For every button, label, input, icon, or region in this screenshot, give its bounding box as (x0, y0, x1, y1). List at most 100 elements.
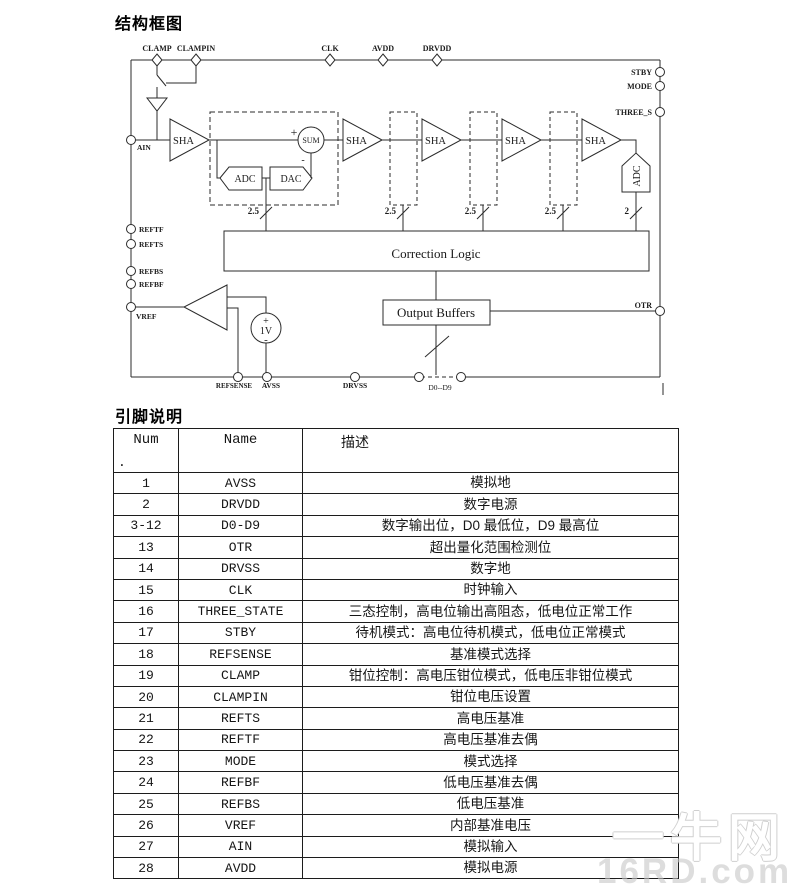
pin-num-cell: 15 (113, 578, 179, 602)
header-desc: 描述 (302, 428, 679, 473)
sha4-label: SHA (505, 136, 526, 147)
pin-label-reftf: REFTF (139, 225, 164, 234)
pin-desc-cell: 钳位电压设置 (302, 685, 679, 709)
pin-label-vref: VREF (136, 312, 157, 321)
pin-label-three-state: THREE_S (616, 108, 653, 117)
reference-amp-triangle (182, 284, 228, 331)
pin-desc-cell: 模拟地 (302, 471, 679, 495)
pin-num-cell: 14 (113, 557, 179, 580)
d0-pin (414, 372, 424, 382)
circuit-wires (126, 53, 665, 395)
pin-name-cell: OTR (178, 536, 303, 559)
stage2-dashed-box (389, 111, 418, 206)
pin-desc-cell: 高电压基准去偶 (302, 728, 679, 752)
drvss-pin (350, 372, 360, 382)
pin-desc-cell: 高电压基准 (302, 707, 679, 730)
mode-pin (655, 81, 665, 91)
sha3-label: SHA (425, 136, 446, 147)
pin-label-clampin: CLAMPIN (177, 44, 215, 53)
sha5-label: SHA (585, 136, 606, 147)
pin-name-cell: AIN (178, 835, 303, 859)
pin-label-drvdd: DRVDD (423, 44, 452, 53)
three-state-pin (655, 107, 665, 117)
block-diagram: CLAMP CLAMPIN CLK AVDD DRVDD STBY MODE T… (126, 44, 665, 395)
pin-num-cell: 18 (113, 643, 179, 666)
header-num-dot: . (118, 455, 126, 470)
pin-desc-cell: 三态控制，高电位输出高阻态，低电位正常工作 (302, 600, 679, 623)
adc-label: ADC (234, 174, 255, 185)
sha2-label: SHA (346, 136, 367, 147)
header-num: Num . (113, 428, 179, 473)
pin-table-header-row: Num . Name 描述 (113, 428, 679, 473)
pin-num-cell: 2 (113, 493, 179, 516)
pin-num-cell: 1 (113, 471, 179, 495)
pin-desc-cell: 模式选择 (302, 750, 679, 773)
pin-table-title: 引脚说明 (115, 409, 184, 426)
clampin-pin (190, 53, 202, 67)
pin-num-cell: 27 (113, 835, 179, 859)
pin-desc-cell: 模拟输入 (302, 835, 679, 859)
pin-label-clk: CLK (321, 44, 339, 53)
header-name: Name (178, 428, 303, 473)
pin-label-clamp: CLAMP (142, 44, 171, 53)
pin-name-cell: REFTS (178, 707, 303, 730)
pin-num-cell: 23 (113, 750, 179, 773)
sum-label: SUM (302, 136, 319, 145)
refsense-pin (233, 372, 243, 382)
bus-label-final: 2 (625, 206, 630, 216)
dac-label: DAC (280, 174, 301, 185)
drvdd-pin (431, 53, 443, 67)
pin-name-cell: VREF (178, 814, 303, 837)
pin-desc-cell: 待机模式：高电位待机模式，低电位正常模式 (302, 621, 679, 645)
sha5-triangle (581, 118, 623, 162)
pin-desc-cell: 内部基准电压 (302, 814, 679, 837)
pin-label-refts: REFTS (139, 240, 163, 249)
pin-label-mode: MODE (627, 82, 652, 91)
pin-label-refbs: REFBS (139, 267, 163, 276)
reftf-pin (126, 224, 136, 234)
pin-name-cell: D0-D9 (178, 514, 303, 538)
bus-label-stage2: 2.5 (385, 206, 397, 216)
refts-pin (126, 239, 136, 249)
pin-label-refsense: REFSENSE (216, 382, 253, 390)
pin-num-cell: 16 (113, 600, 179, 623)
pin-num-cell: 28 (113, 857, 179, 880)
output-buffers-box (382, 299, 491, 326)
pin-desc-cell: 基准模式选择 (302, 643, 679, 666)
stage1-dashed-box (209, 111, 339, 206)
pin-name-cell: CLAMPIN (178, 685, 303, 709)
avss-pin (262, 372, 272, 382)
adc-block (219, 166, 263, 191)
pin-num-cell: 21 (113, 707, 179, 730)
pin-desc-cell: 时钟输入 (302, 578, 679, 602)
bus-label-stage3: 2.5 (465, 206, 477, 216)
bus-label-stage4: 2.5 (545, 206, 557, 216)
sha1-triangle (169, 118, 211, 162)
sha4-triangle (501, 118, 543, 162)
pin-num-cell: 20 (113, 685, 179, 709)
pin-num-cell: 3-12 (113, 514, 179, 538)
pin-desc-cell: 超出量化范围检测位 (302, 536, 679, 559)
pin-desc-cell: 数字地 (302, 557, 679, 580)
correction-logic-label: Correction Logic (391, 246, 480, 261)
stby-pin (655, 67, 665, 77)
pin-name-cell: MODE (178, 750, 303, 773)
